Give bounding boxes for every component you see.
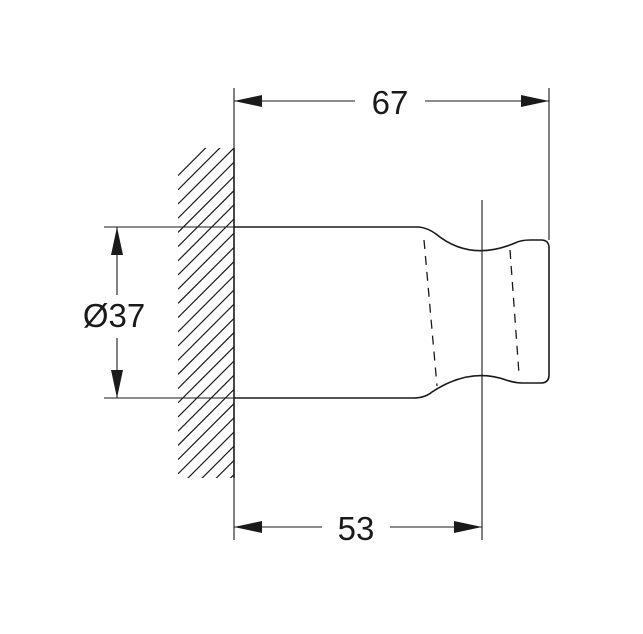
- hatch-line: [178, 148, 234, 205]
- hatch-line: [178, 517, 234, 573]
- hatch-line: [178, 175, 234, 233]
- hatch-line: [178, 374, 234, 432]
- hatch-line: [215, 459, 234, 478]
- hatch-line: [178, 388, 234, 446]
- hatch-line: [178, 346, 234, 404]
- dimension-diameter: Ø37: [83, 226, 234, 399]
- hatch-line: [178, 332, 234, 390]
- hatch-line: [178, 161, 234, 219]
- hatch-line: [178, 289, 234, 347]
- hatch-line: [178, 303, 234, 361]
- dimension-overall-length: 67: [234, 84, 549, 121]
- dimension-label-diameter: Ø37: [83, 297, 145, 334]
- dimension-label-53: 53: [338, 510, 375, 547]
- hatch-line: [178, 190, 234, 248]
- hatch-line: [178, 317, 234, 375]
- hatch-line: [201, 445, 234, 478]
- dimension-label-67: 67: [372, 84, 409, 121]
- hatch-line: [178, 489, 234, 545]
- hatch-line: [178, 531, 234, 587]
- hatch-line: [178, 560, 234, 616]
- hatch-line: [178, 503, 234, 559]
- hatch-line: [178, 546, 234, 602]
- hatch-line: [178, 218, 234, 276]
- hatch-line: [178, 246, 234, 304]
- hatch-line: [178, 403, 234, 461]
- hatch-line: [178, 360, 234, 418]
- hatch-line: [178, 148, 221, 191]
- hatch-line: [187, 431, 234, 478]
- cradle-hidden-line-left: [423, 239, 438, 387]
- hatch-line: [178, 275, 234, 333]
- hatch-line: [178, 148, 207, 177]
- hatch-line: [178, 261, 234, 319]
- hatch-line: [178, 417, 234, 475]
- wall-hatching: [178, 148, 234, 616]
- hatch-line: [229, 474, 234, 478]
- cradle-hidden-line-right: [509, 249, 520, 375]
- holder-body-outline: [234, 226, 550, 399]
- dimension-mount-length: 53: [234, 510, 482, 547]
- hatch-line: [178, 232, 234, 290]
- hatch-line: [178, 204, 234, 262]
